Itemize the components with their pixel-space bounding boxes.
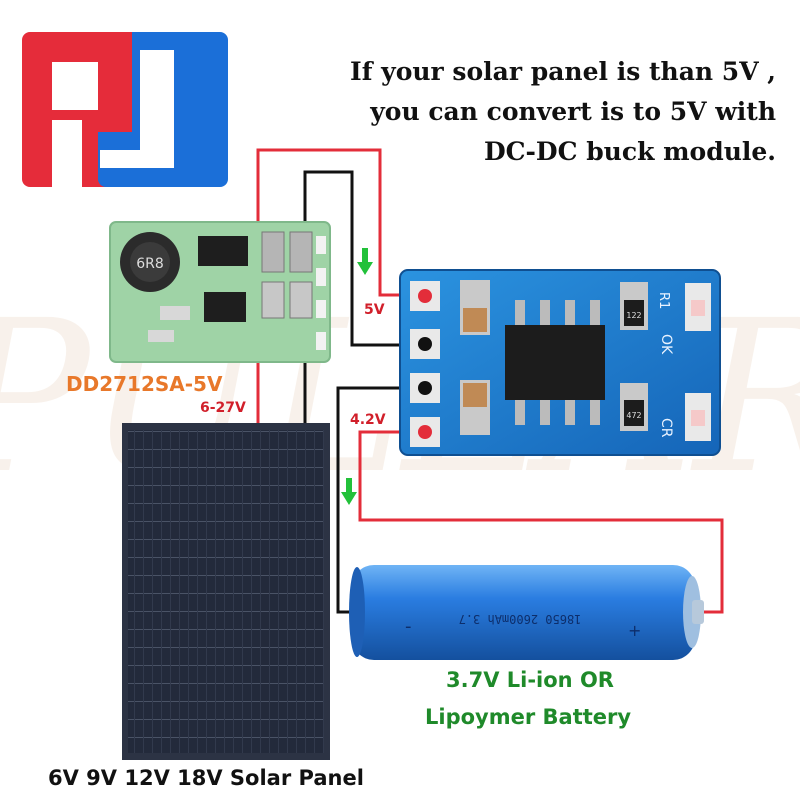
arrow-down-icon xyxy=(357,248,373,275)
terminal-pad-gnd xyxy=(410,329,440,359)
battery-print: 18650 2600mAh 3.7 xyxy=(459,612,582,626)
buck-converter-module: 6R8 xyxy=(109,221,331,363)
red-wire-battery-pos xyxy=(358,430,724,614)
battery-minus: - xyxy=(405,616,412,637)
headline-line-3: DC-DC buck module. xyxy=(483,137,776,166)
battery-label-line-2: Lipoymer Battery xyxy=(425,705,632,729)
headline-line-1: If your solar panel is than 5V , xyxy=(350,57,776,86)
silk-ok: OK xyxy=(658,334,674,355)
terminal-pad-bat-pos xyxy=(410,417,440,447)
solar-panel-label: 6V 9V 12V 18V Solar Panel xyxy=(48,766,364,790)
resistor-marking-bottom: 472 xyxy=(626,411,641,420)
terminal-pad-5v xyxy=(410,281,440,311)
buck-input-range: 6-27V xyxy=(200,400,246,416)
silk-r1: R1 xyxy=(656,292,671,309)
charger-module: 122 472 R1 OK CR xyxy=(399,269,721,456)
buck-module-name: DD2712SA-5V xyxy=(66,372,223,396)
silk-cr: CR xyxy=(658,418,674,438)
label-5v: 5V xyxy=(364,302,385,318)
arrow-down-icon xyxy=(341,478,357,505)
resistor-marking-top: 122 xyxy=(626,311,641,320)
label-4-2v: 4.2V xyxy=(350,412,386,428)
headline-line-2: you can convert is to 5V with xyxy=(370,97,776,126)
red-wire-5v xyxy=(256,148,425,297)
brand-logo xyxy=(22,32,228,187)
solar-panel xyxy=(122,423,330,760)
inductor-marking: 6R8 xyxy=(136,256,164,272)
battery-18650: 18650 2600mAh 3.7 - + xyxy=(349,565,704,660)
battery-plus: + xyxy=(628,621,641,640)
battery-label-line-1: 3.7V Li-ion OR xyxy=(446,668,614,692)
ic-chip xyxy=(505,300,605,425)
terminal-pad-bat-neg xyxy=(410,373,440,403)
